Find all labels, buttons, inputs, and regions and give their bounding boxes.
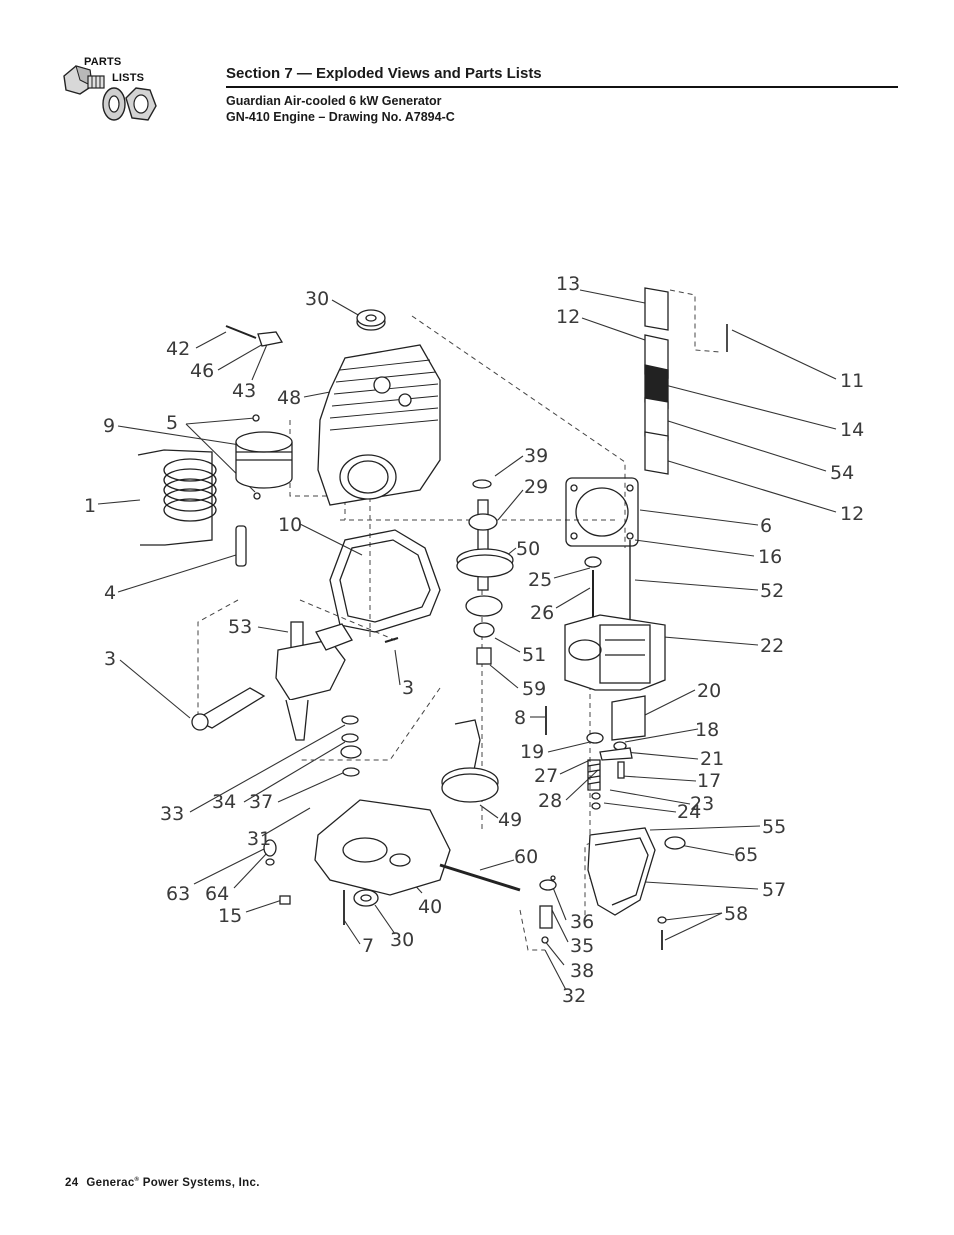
callout-12-top: 12 (556, 306, 580, 328)
footer-company-rest: Power Systems, Inc. (139, 1177, 260, 1189)
callout-51: 51 (522, 644, 546, 666)
callout-30-top: 30 (305, 288, 329, 310)
callout-31: 31 (247, 828, 271, 850)
logo-parts-text: PARTS (84, 56, 122, 68)
callout-5: 5 (166, 412, 178, 434)
callout-1: 1 (84, 495, 96, 517)
callout-15: 15 (218, 905, 242, 927)
callout-25: 25 (528, 569, 552, 591)
callout-50: 50 (516, 538, 540, 560)
callout-12-bottom: 12 (840, 503, 864, 525)
callout-57: 57 (762, 879, 786, 901)
callout-26: 26 (530, 602, 554, 624)
callout-21: 21 (700, 748, 724, 770)
callout-65: 65 (734, 844, 758, 866)
callout-35: 35 (570, 935, 594, 957)
callout-46: 46 (190, 360, 214, 382)
callout-59: 59 (522, 678, 546, 700)
callout-3-rod: 3 (104, 648, 116, 670)
callout-17: 17 (697, 770, 721, 792)
product-title: Guardian Air-cooled 6 kW Generator (226, 94, 442, 108)
callout-58: 58 (724, 903, 748, 925)
logo-lists-text: LISTS (112, 72, 145, 84)
footer-registered-mark: ® (134, 1177, 140, 1184)
callout-29: 29 (524, 476, 548, 498)
callout-37: 37 (249, 791, 273, 813)
callout-54: 54 (830, 462, 854, 484)
footer-company: Generac (86, 1177, 135, 1189)
callout-24: 24 (677, 801, 701, 823)
callout-48: 48 (277, 387, 301, 409)
callout-43: 43 (232, 380, 256, 402)
callout-10: 10 (278, 514, 302, 536)
callout-13: 13 (556, 273, 580, 295)
bolt-nut-washer-icon (63, 65, 157, 121)
callout-53: 53 (228, 616, 252, 638)
callout-27: 27 (534, 765, 558, 787)
callout-33: 33 (160, 803, 184, 825)
callout-16: 16 (758, 546, 782, 568)
callout-22: 22 (760, 635, 784, 657)
callout-4: 4 (104, 582, 116, 604)
section-title: Section 7 — Exploded Views and Parts Lis… (226, 64, 898, 88)
page-footer: 24 Generac® Power Systems, Inc. (65, 1177, 260, 1189)
callout-49: 49 (498, 809, 522, 831)
callout-64: 64 (205, 883, 229, 905)
callout-28: 28 (538, 790, 562, 812)
parts-lists-logo: PARTS LISTS (62, 56, 162, 128)
callout-11: 11 (840, 370, 864, 392)
callout-38: 38 (570, 960, 594, 982)
callout-39: 39 (524, 445, 548, 467)
callout-19: 19 (520, 741, 544, 763)
callout-18: 18 (695, 719, 719, 741)
callout-60: 60 (514, 846, 538, 868)
section-header: Section 7 — Exploded Views and Parts Lis… (226, 64, 898, 125)
callout-52: 52 (760, 580, 784, 602)
callout-34: 34 (212, 791, 236, 813)
callout-6: 6 (760, 515, 772, 537)
callout-9: 9 (103, 415, 115, 437)
callout-40: 40 (418, 896, 442, 918)
callout-30-bottom: 30 (390, 929, 414, 951)
callout-32: 32 (562, 985, 586, 1007)
callout-8: 8 (514, 707, 526, 729)
callout-36: 36 (570, 911, 594, 933)
callout-42: 42 (166, 338, 190, 360)
drawing-number: GN-410 Engine – Drawing No. A7894-C (226, 110, 455, 124)
callout-63: 63 (166, 883, 190, 905)
callout-14: 14 (840, 419, 864, 441)
callout-55: 55 (762, 816, 786, 838)
page-number: 24 (65, 1177, 79, 1189)
callout-7: 7 (362, 935, 374, 957)
callout-23: 23 (690, 793, 714, 815)
callout-3-cap: 3 (402, 677, 414, 699)
callout-20: 20 (697, 680, 721, 702)
